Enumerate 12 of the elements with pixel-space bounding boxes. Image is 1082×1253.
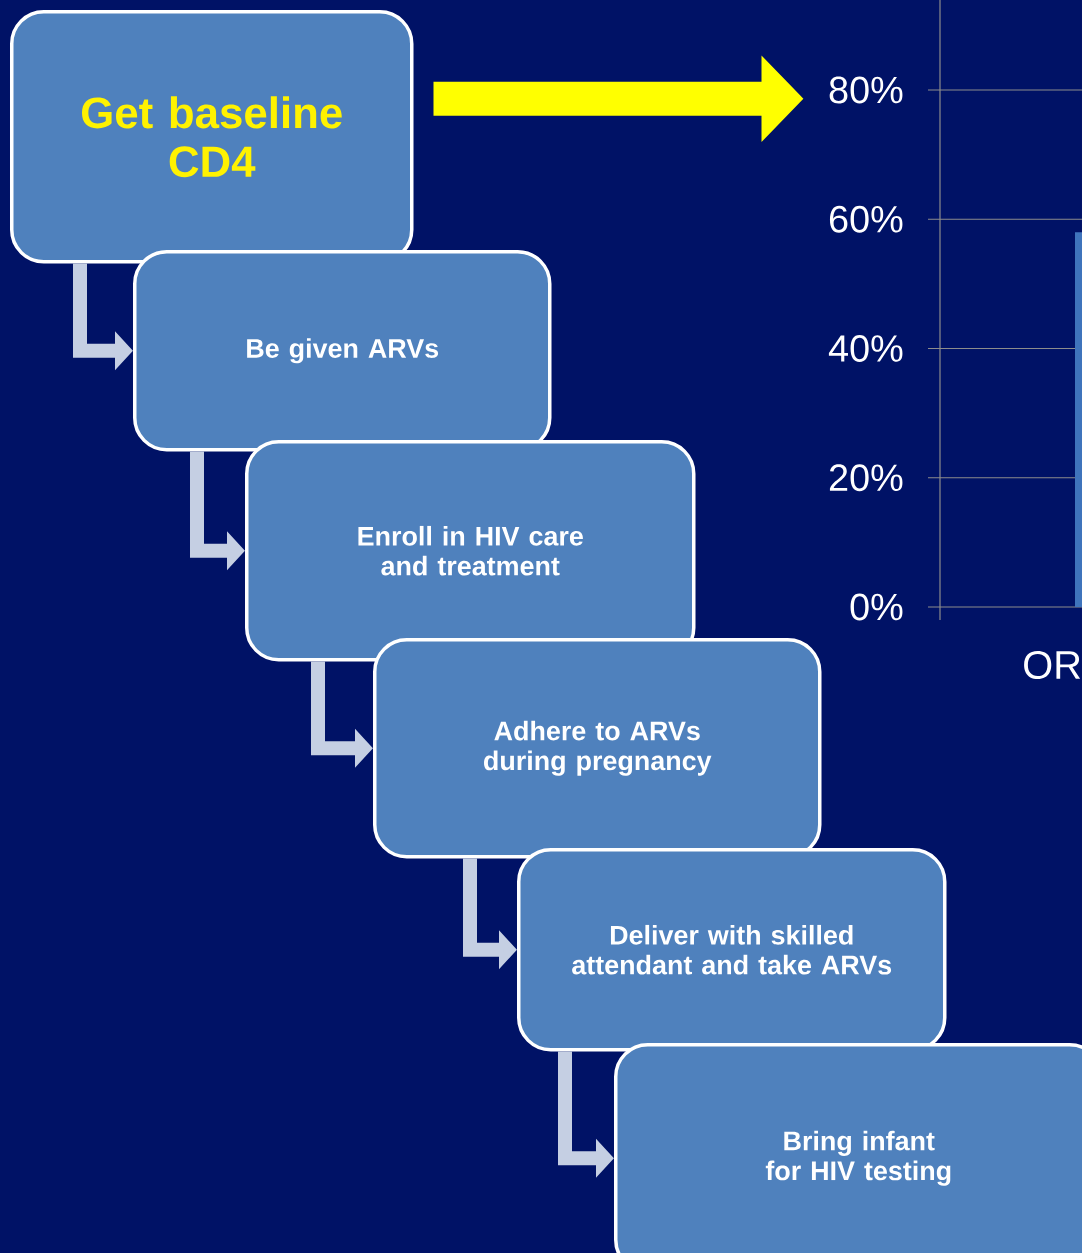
- process-box: Be given ARVs: [133, 250, 552, 452]
- y-tick-label: 80%: [829, 76, 903, 104]
- y-tick-label: 20%: [829, 464, 903, 492]
- x-tick-label: OR: [1024, 650, 1081, 680]
- process-box: Enroll in HIV care and treatment: [245, 440, 696, 662]
- process-box: Adhere to ARVs during pregnancy: [373, 638, 822, 859]
- process-box: Bring infant for HIV testing: [614, 1043, 1082, 1253]
- y-tick-label: 40%: [828, 335, 903, 362]
- y-tick-label: 0%: [850, 593, 903, 621]
- process-box: Deliver with skilled attendant and take ARVs: [517, 848, 947, 1052]
- process-box: Get baseline CD4: [10, 10, 414, 264]
- y-tick-label: 60%: [829, 205, 903, 233]
